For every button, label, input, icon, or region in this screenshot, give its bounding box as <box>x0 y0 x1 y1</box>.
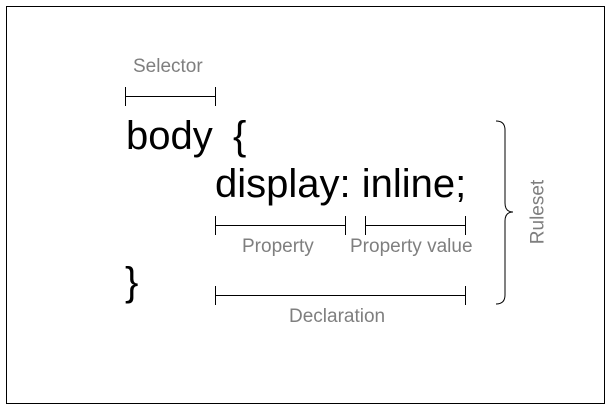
ruleset-brace <box>495 120 514 305</box>
code-close-brace: } <box>125 260 139 304</box>
code-selector: body <box>126 114 213 158</box>
code-open-brace: { <box>233 114 247 158</box>
label-property-value: Property value <box>350 236 473 257</box>
property-bracket <box>215 216 346 235</box>
selector-bracket <box>125 87 216 106</box>
declaration-bracket <box>215 286 466 305</box>
label-property: Property <box>242 236 314 257</box>
label-declaration: Declaration <box>289 306 386 327</box>
code-declaration: display: inline; <box>215 162 467 206</box>
property-value-bracket <box>365 216 466 235</box>
label-selector: Selector <box>133 56 203 77</box>
